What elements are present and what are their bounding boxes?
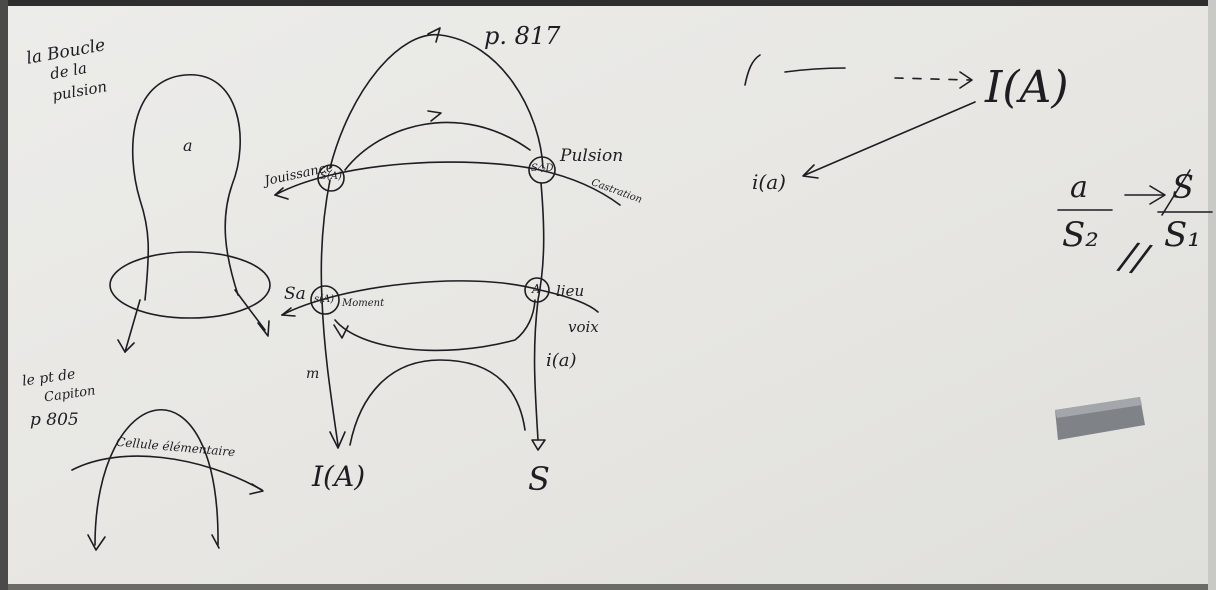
fraction-right-denominator: S₁ xyxy=(1164,215,1201,255)
i-a-stem-label: i(a) xyxy=(546,350,577,371)
capiton-page-ref: p 805 xyxy=(30,410,79,430)
graph-return-arc xyxy=(349,359,526,446)
barred-subject-label: S xyxy=(528,460,550,498)
fraction-right-numerator: S xyxy=(1172,168,1194,206)
drive-loop-curve xyxy=(131,74,241,301)
whiteboard-surface xyxy=(8,6,1208,584)
sa-label: Sa xyxy=(284,284,306,304)
fraction-left-denominator: S₂ xyxy=(1062,215,1099,255)
m-label: m xyxy=(306,366,320,382)
node-s-of-a-label: s(A) xyxy=(314,294,335,305)
node-s-losange-d xyxy=(528,156,556,184)
eraser xyxy=(1055,397,1145,440)
node-s-d-label: S◇D xyxy=(531,163,554,174)
object-a-label: a xyxy=(183,136,193,155)
dashed-arrow xyxy=(894,77,971,81)
graph-lower-loop xyxy=(334,299,536,352)
pulsion-label: Pulsion xyxy=(560,146,624,166)
fraction-left-numerator: a xyxy=(1070,170,1088,205)
ideal-ego-bottom-label: I(A) xyxy=(312,460,366,493)
graph-lower-cross xyxy=(281,280,599,316)
graph-upper-arc xyxy=(344,121,531,171)
node-big-a xyxy=(524,277,550,303)
capiton-crossing-line xyxy=(71,455,263,491)
graph-right-vertical xyxy=(533,182,545,441)
drive-loop-ellipse xyxy=(109,251,271,319)
graph-upper-cross xyxy=(274,161,621,206)
image-a-label: i(a) xyxy=(752,170,786,194)
ideal-a-label: I(A) xyxy=(985,62,1069,113)
node-s-barred-a xyxy=(317,164,345,192)
graph-top-arc xyxy=(329,34,544,169)
voix-label: voix xyxy=(568,318,599,336)
node-s-barred-a-label: S(A) xyxy=(320,171,342,182)
lieu-label: lieu xyxy=(556,282,585,300)
moment-label: Moment xyxy=(342,298,385,309)
node-a-label: A xyxy=(532,282,541,296)
graph-page-ref: p. 817 xyxy=(484,22,561,50)
ideal-to-image-arrow xyxy=(804,101,976,176)
node-s-of-a xyxy=(310,285,340,315)
capiton-arch xyxy=(94,408,219,546)
